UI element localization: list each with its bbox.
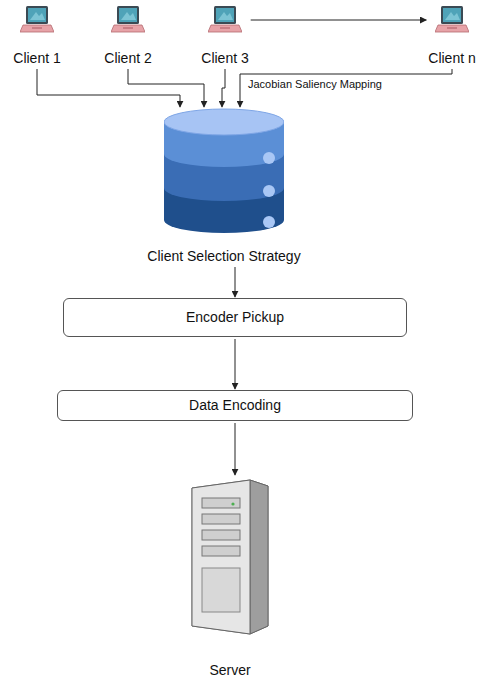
process-box: Data Encoding (57, 390, 413, 421)
connector-arrow (128, 69, 204, 107)
connector-arrow (235, 423, 236, 475)
laptop-icon (435, 4, 469, 36)
node-label: Client Selection Strategy (147, 248, 300, 265)
connector-arrow (235, 339, 236, 389)
laptop-icon (20, 4, 54, 36)
edge-label: Jacobian Saliency Mapping (246, 78, 384, 91)
server-icon (188, 476, 272, 638)
node-label: Data Encoding (189, 397, 281, 414)
node-label: Client 1 (13, 50, 60, 67)
client-laptop: Client 3 (201, 4, 248, 67)
node-label: Encoder Pickup (186, 309, 284, 326)
database-icon (164, 108, 284, 234)
node-label: Client 2 (104, 50, 151, 67)
connector-arrow (37, 69, 180, 107)
process-box: Encoder Pickup (63, 298, 407, 337)
node-label: Server (209, 662, 250, 679)
connector-arrow (240, 69, 452, 107)
database-node: Client Selection Strategy (147, 108, 300, 265)
laptop-icon (208, 4, 242, 36)
connector-arrow (235, 267, 236, 297)
client-laptop: Client n (428, 4, 475, 67)
connector-arrow (251, 20, 427, 21)
server-node: Server (188, 476, 272, 679)
laptop-icon (111, 4, 145, 36)
node-label: Client 3 (201, 50, 248, 67)
client-laptop: Client 2 (104, 4, 151, 67)
connector-arrow (222, 69, 225, 107)
client-laptop: Client 1 (13, 4, 60, 67)
node-label: Client n (428, 50, 475, 67)
